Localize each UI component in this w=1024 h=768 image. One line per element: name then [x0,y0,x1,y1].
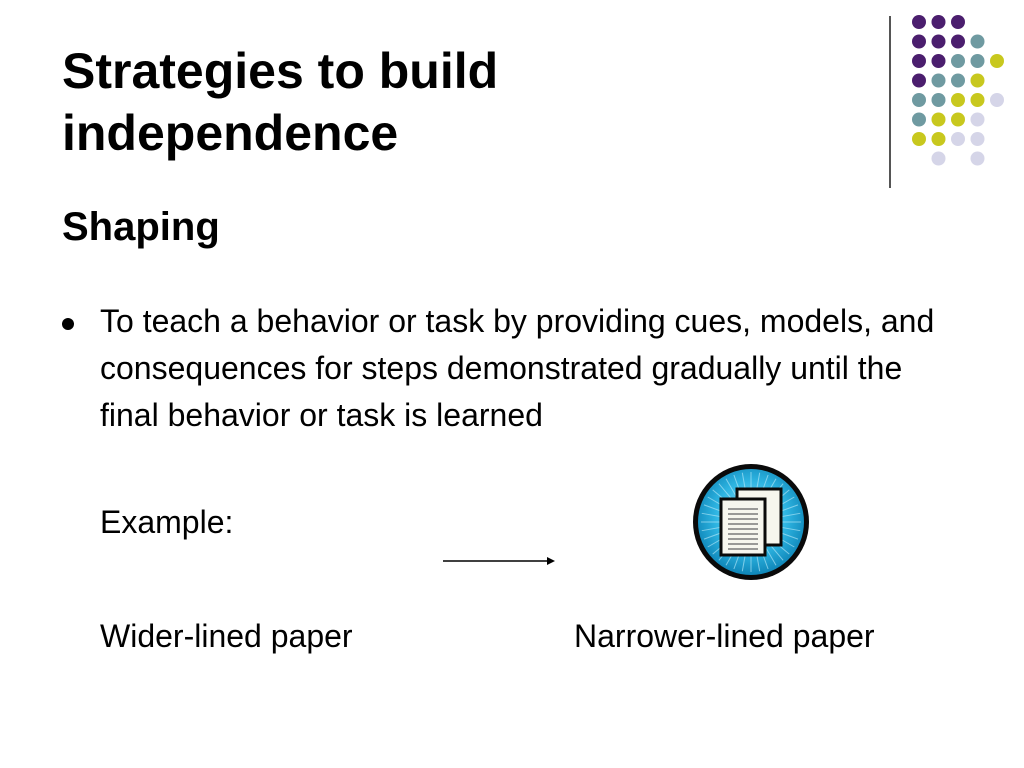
decorative-dot [951,15,965,29]
from-label: Wider-lined paper [100,618,353,654]
decorative-dot [951,93,965,107]
decorative-dot-grid [912,15,1004,166]
decorative-dot [951,132,965,146]
arrow-right-icon [443,557,555,565]
decorative-dot [970,93,985,107]
decorative-dot [931,73,946,88]
slide-subtitle: Shaping [62,205,220,249]
decorative-dot [931,15,946,29]
decorative-dot [931,132,946,146]
decorative-dot [912,73,926,88]
decorative-dot [970,151,985,166]
decorative-dot [951,112,965,127]
decorative-dot [931,54,946,68]
slide-title: Strategies to build independence [62,43,499,161]
decorative-dot [931,34,946,49]
decorative-dot [990,54,1004,68]
bullet-marker [62,318,74,330]
decorative-dot [912,15,926,29]
decorative-dot [931,112,946,127]
decorative-dot [912,93,926,107]
example-label: Example: [100,504,234,540]
vertical-divider [889,16,891,188]
decorative-dot [951,34,965,49]
decorative-dot [912,132,926,146]
decorative-dot [931,151,946,166]
bullet-text: To teach a behavior or task by providing… [100,303,935,433]
decorative-dot [912,112,926,127]
decorative-dot [951,73,965,88]
decorative-dot [990,93,1004,107]
decorative-dot [970,54,985,68]
decorative-dot [970,73,985,88]
decorative-dot [931,93,946,107]
decorative-dot [970,132,985,146]
decorative-dot [970,34,985,49]
to-label: Narrower-lined paper [574,618,875,654]
decorative-dot [970,112,985,127]
decorative-dot [951,54,965,68]
decorative-dot [912,34,926,49]
decorative-dot [912,54,926,68]
documents-icon [693,464,809,580]
